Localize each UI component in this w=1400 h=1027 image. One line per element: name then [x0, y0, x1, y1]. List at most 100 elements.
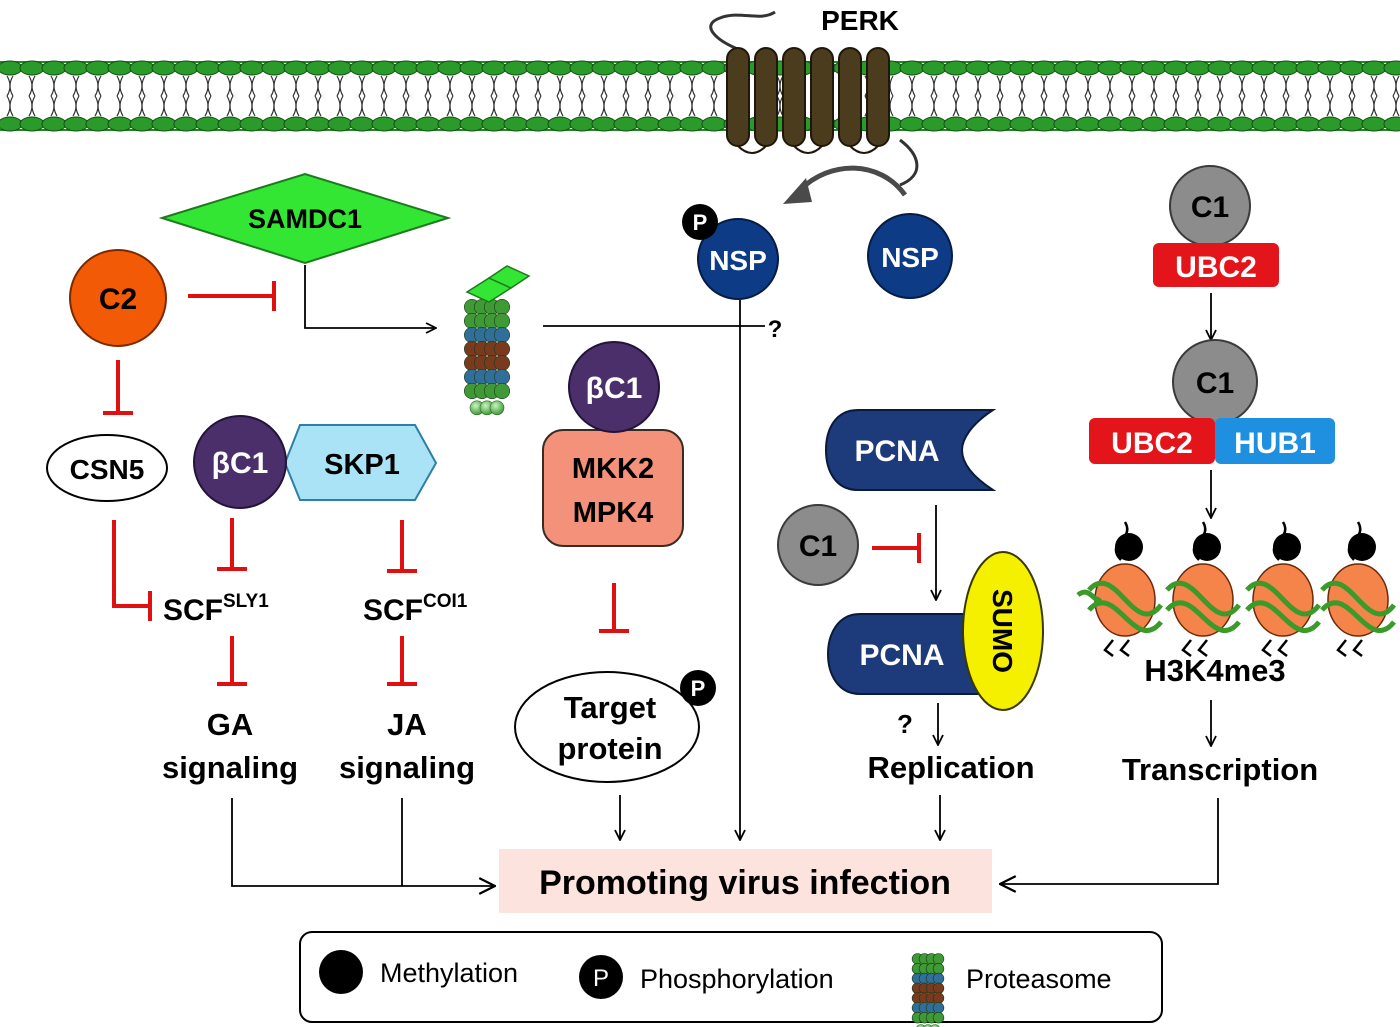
lipid-head [921, 116, 947, 132]
lipid-heads-top [0, 60, 1400, 76]
lipid-tail [163, 95, 168, 117]
lipid-head [1097, 116, 1123, 132]
methylation-mark [1193, 533, 1221, 561]
lipid-head [547, 116, 573, 132]
scf-coi1-label: SCFCOI1 [363, 591, 468, 627]
target-phospho-badge [680, 670, 716, 706]
perk-loop [793, 145, 823, 154]
ubc2-top-node [1153, 243, 1279, 287]
c1-pcna-node [777, 504, 859, 586]
lipid-head [283, 116, 309, 132]
ga-to-outcome-arrow [231, 798, 495, 886]
lipid-tail [1043, 95, 1048, 117]
lipid-tail [53, 75, 58, 97]
perk-receptor: PERK [709, 5, 919, 187]
lipid-head [63, 116, 89, 132]
lipid-tail [515, 75, 520, 97]
pcna-bottom-node [826, 613, 991, 695]
phospho-nsp-node [697, 218, 779, 300]
lipid-tail [911, 75, 916, 97]
lipid-tail [53, 95, 58, 117]
h3k4me3-label: H3K4me3 [1144, 653, 1285, 688]
lipid-head [173, 116, 199, 132]
lipid-tail [625, 95, 630, 117]
dna-strand [1165, 580, 1242, 617]
methylation-mark [1115, 533, 1143, 561]
lipid-head [1031, 60, 1057, 76]
ja-signaling-line2: signaling [339, 750, 475, 785]
target-protein-node [514, 671, 700, 783]
scf-sly1-label: SCFSLY1 [163, 591, 269, 627]
lipid-tail [493, 95, 498, 117]
lipid-head [569, 116, 595, 132]
proteasome-subunit [923, 1024, 933, 1027]
pcna-top-node [824, 409, 997, 491]
lipid-tail [339, 75, 344, 97]
proteasome-subunit [493, 368, 510, 385]
csn5-inhibits-scf-sly1 [112, 520, 152, 621]
lipid-tail [1307, 75, 1312, 97]
lipid-head [151, 116, 177, 132]
lipid-tail [1065, 75, 1070, 97]
dna-strand [1087, 580, 1164, 617]
lipid-head [943, 60, 969, 76]
nsp-label: NSP [881, 242, 939, 273]
histone-tail [1103, 639, 1130, 657]
lipid-head [415, 116, 441, 132]
lipid-head [1009, 60, 1035, 76]
lipid-tail [1307, 95, 1312, 117]
proteasome-subunit [932, 1002, 945, 1014]
lipid-head [1383, 116, 1400, 132]
question-mark-replication: ? [897, 709, 913, 739]
lipid-tail [1175, 75, 1180, 97]
lipid-tail [449, 75, 454, 97]
lipid-head [129, 60, 155, 76]
lipid-tail [185, 75, 190, 97]
pcna-bottom-label: PCNA [859, 639, 944, 672]
skp1-inhibits-scf-coi1 [387, 520, 417, 573]
lipid-tail [1043, 75, 1048, 97]
lipid-tail [537, 95, 542, 117]
perk-extracellular-loop [709, 10, 776, 52]
lipid-tail [251, 95, 256, 117]
lipid-tail [31, 95, 36, 117]
lipid-head [19, 116, 45, 132]
proteasome-subunit [932, 972, 945, 985]
lipid-head [1075, 116, 1101, 132]
beta-c1-mapk-label: βC1 [586, 372, 643, 405]
lipid-heads-bottom [0, 116, 1400, 132]
lipid-head [1163, 60, 1189, 76]
target-protein-line1: Target [564, 690, 656, 725]
lipid-head [1295, 116, 1321, 132]
lipid-head [1251, 116, 1277, 132]
c2-node [69, 249, 167, 347]
lipid-head [1207, 60, 1233, 76]
lipid-tail [537, 75, 542, 97]
dna-strand [1320, 600, 1396, 633]
lipid-head [701, 116, 727, 132]
proteasome-legend-icon [911, 953, 945, 1027]
lipid-tail [955, 95, 960, 117]
lipid-tail [1373, 75, 1378, 97]
lipid-head [107, 60, 133, 76]
lipid-head [1031, 116, 1057, 132]
c1-complex-label: C1 [1196, 367, 1234, 400]
lipid-tail [1285, 95, 1290, 117]
lipid-tail [691, 75, 696, 97]
phospho-badge [682, 204, 718, 240]
lipid-tail [669, 95, 674, 117]
transcription-to-outcome-arrow [1000, 798, 1219, 884]
lipid-tail [713, 75, 718, 97]
lipid-tail [361, 95, 366, 117]
lipid-head [107, 116, 133, 132]
mkk2-label: MKK2 [572, 453, 654, 485]
lipid-head [1053, 60, 1079, 76]
lipid-tail [1021, 75, 1026, 97]
lipid-head [371, 116, 397, 132]
lipid-tail [427, 75, 432, 97]
legend-box [299, 931, 1163, 1023]
lipid-head [85, 116, 111, 132]
lipid-head [283, 60, 309, 76]
outcome-label: Promoting virus infection [539, 864, 951, 902]
perk-helix [838, 47, 862, 147]
